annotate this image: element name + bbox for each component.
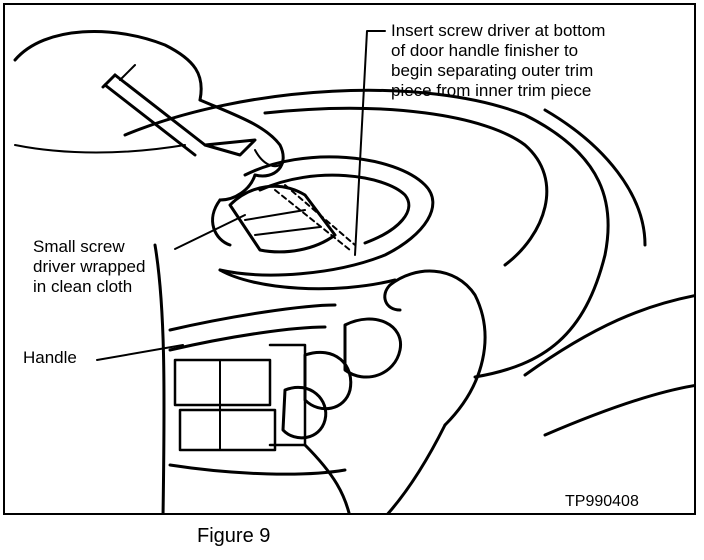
handle-and-switch-panel — [168, 303, 347, 476]
figure-frame: Insert screw driver at bottom of door ha… — [3, 3, 696, 515]
right-hand — [281, 269, 487, 513]
door-handle-illustration — [13, 29, 694, 513]
handle-callout: Handle — [23, 348, 77, 367]
insert-leader-line — [354, 30, 386, 256]
handle-leader-line — [96, 344, 184, 361]
cloth-wrap — [228, 184, 337, 254]
leader-lines — [96, 30, 386, 361]
screwdriver-leader-line — [174, 214, 246, 250]
insert-screwdriver-callout: Insert screw driver at bottom of door ha… — [391, 21, 606, 100]
small-screwdriver-callout: Small screw driver wrapped in clean clot… — [33, 237, 146, 296]
left-hand — [13, 29, 285, 513]
figure-caption: Figure 9 — [197, 525, 271, 547]
figure-code: TP990408 — [565, 493, 639, 510]
handle-finisher — [218, 155, 435, 291]
door-trim-outer-arcs — [123, 88, 694, 437]
